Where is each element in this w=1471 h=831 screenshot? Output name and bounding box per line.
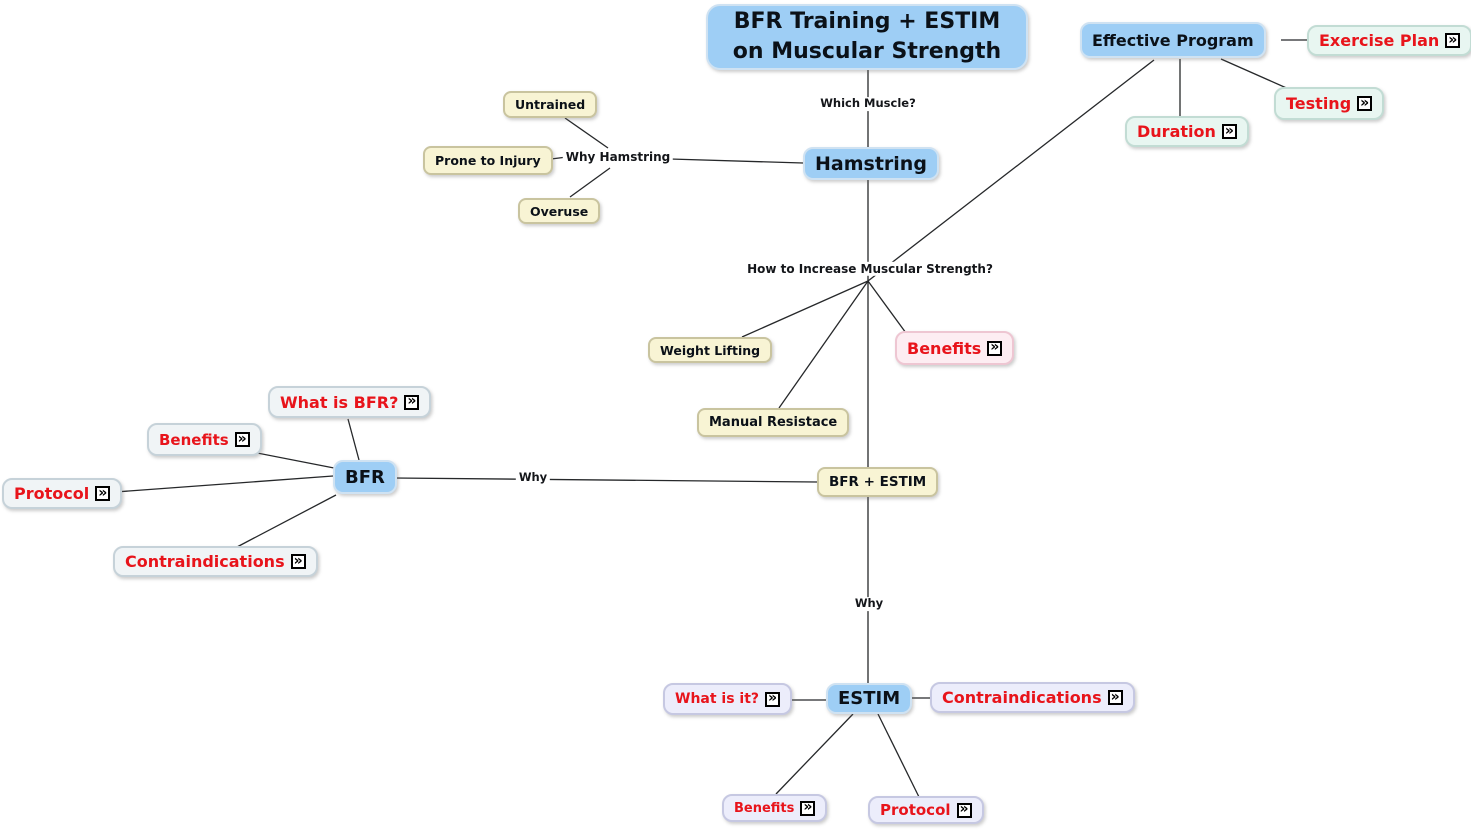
node-duration[interactable]: Duration » — [1125, 116, 1249, 147]
link-chevrons-icon[interactable]: » — [95, 486, 111, 501]
node-label: What is it? — [675, 691, 760, 707]
node-hamstring[interactable]: Hamstring — [803, 147, 939, 180]
node-label: Duration — [1137, 122, 1216, 141]
node-label: Contraindications — [125, 552, 285, 571]
node-prone-to-injury[interactable]: Prone to Injury — [423, 146, 553, 175]
node-protocol-estim[interactable]: Protocol » — [868, 796, 984, 824]
node-weight-lifting[interactable]: Weight Lifting — [648, 337, 773, 363]
node-label: Contraindications — [942, 688, 1102, 707]
node-what-is-it[interactable]: What is it? » — [663, 683, 793, 715]
node-benefits-estim[interactable]: Benefits » — [722, 794, 828, 822]
node-label: What is BFR? — [280, 392, 399, 412]
node-label: Protocol — [880, 801, 951, 819]
node-title[interactable]: BFR Training + ESTIM on Muscular Strengt… — [706, 4, 1028, 70]
node-label: Benefits — [159, 430, 229, 449]
node-benefits-strength[interactable]: Benefits » — [895, 331, 1015, 365]
link-chevrons-icon[interactable]: » — [404, 394, 420, 410]
node-bfr[interactable]: BFR — [333, 460, 397, 494]
node-effective-program[interactable]: Effective Program — [1080, 22, 1266, 58]
edge-label-why-estim: Why — [851, 596, 887, 611]
node-estim[interactable]: ESTIM — [826, 683, 913, 714]
node-what-is-bfr[interactable]: What is BFR? » — [268, 386, 432, 418]
edge-label-why-hamstring: Why Hamstring — [562, 149, 674, 165]
link-chevrons-icon[interactable]: » — [1107, 690, 1123, 705]
link-chevrons-icon[interactable]: » — [800, 800, 816, 816]
node-untrained[interactable]: Untrained — [503, 91, 598, 118]
node-contraindications-estim[interactable]: Contraindications » — [930, 682, 1135, 713]
node-label: Benefits — [907, 338, 982, 358]
edge-label-which-muscle: Which Muscle? — [817, 96, 919, 111]
title-line1: BFR Training + ESTIM — [733, 9, 1001, 35]
link-chevrons-icon[interactable]: » — [765, 691, 781, 707]
link-chevrons-icon[interactable]: » — [1221, 124, 1237, 139]
node-benefits-bfr[interactable]: Benefits » — [147, 423, 262, 456]
node-label: Testing — [1286, 94, 1352, 113]
node-label: Benefits — [734, 800, 795, 816]
node-testing[interactable]: Testing » — [1274, 87, 1385, 120]
link-chevrons-icon[interactable]: » — [1445, 33, 1461, 48]
node-protocol-bfr[interactable]: Protocol » — [2, 478, 123, 509]
edge-label-why-bfr: Why — [515, 470, 551, 485]
node-label: Exercise Plan — [1319, 31, 1440, 50]
node-exercise-plan[interactable]: Exercise Plan » — [1307, 25, 1471, 56]
edge-label-how-to-increase: How to Increase Muscular Strength? — [744, 261, 996, 277]
node-manual-resistace[interactable]: Manual Resistace — [697, 408, 850, 437]
link-chevrons-icon[interactable]: » — [956, 802, 972, 818]
title-line2: on Muscular Strength — [732, 39, 1002, 64]
node-label: Protocol — [14, 484, 90, 503]
node-bfr-estim[interactable]: BFR + ESTIM — [817, 467, 939, 497]
node-overuse[interactable]: Overuse — [518, 198, 601, 224]
link-chevrons-icon[interactable]: » — [234, 432, 250, 447]
link-chevrons-icon[interactable]: » — [1357, 96, 1373, 111]
link-chevrons-icon[interactable]: » — [290, 554, 306, 569]
link-chevrons-icon[interactable]: » — [987, 340, 1003, 356]
node-contraindications-bfr[interactable]: Contraindications » — [113, 546, 318, 577]
